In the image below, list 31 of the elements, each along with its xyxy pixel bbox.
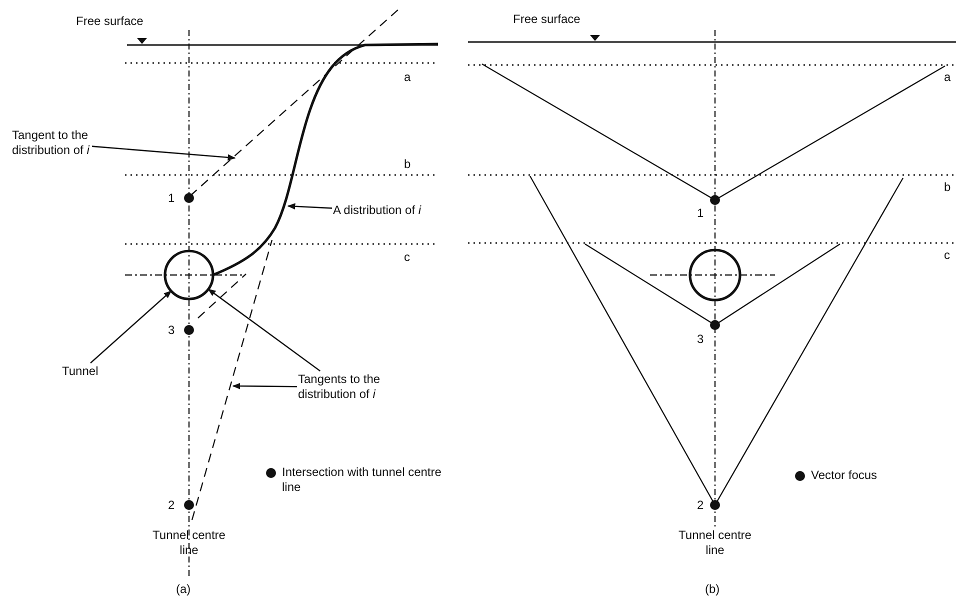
layer-letter: b: [404, 157, 411, 172]
tunnel-circle: [164, 250, 214, 300]
annotation-label: Tangent to the distribution of i: [12, 128, 91, 158]
annotation-label: Tunnel: [62, 364, 98, 379]
free-surface-label: Free surface: [513, 12, 580, 27]
legend-label: Vector focus: [811, 468, 878, 483]
point-number: 3: [697, 332, 704, 347]
point-number: 2: [168, 498, 175, 513]
annotation-label: Tangents to the distribution of i: [298, 372, 382, 402]
leader-line: [232, 382, 297, 390]
centre-line-label: Tunnel centre line: [678, 528, 752, 558]
legend-label: Intersection with tunnel centre line: [282, 465, 442, 495]
panel-label: (a): [176, 582, 191, 597]
panel-label: (b): [705, 582, 720, 597]
tunnel-circle: [688, 248, 742, 302]
layer-letter: a: [404, 70, 411, 85]
point-number: 2: [697, 498, 704, 513]
layer-letter: c: [944, 248, 950, 263]
layer-letter: b: [944, 180, 951, 195]
point-number: 1: [697, 206, 704, 221]
point-number: 3: [168, 323, 175, 338]
leader-line: [287, 203, 332, 210]
leader-line: [90, 290, 172, 364]
leader-line: [208, 288, 321, 372]
layer-letter: c: [404, 250, 410, 265]
leader-line: [92, 146, 236, 161]
free-surface-label: Free surface: [76, 14, 144, 29]
annotation-label: A distribution of i: [333, 203, 423, 218]
centre-line-label: Tunnel centre line: [152, 528, 226, 558]
layer-letter: a: [944, 70, 951, 85]
point-number: 1: [168, 191, 175, 206]
